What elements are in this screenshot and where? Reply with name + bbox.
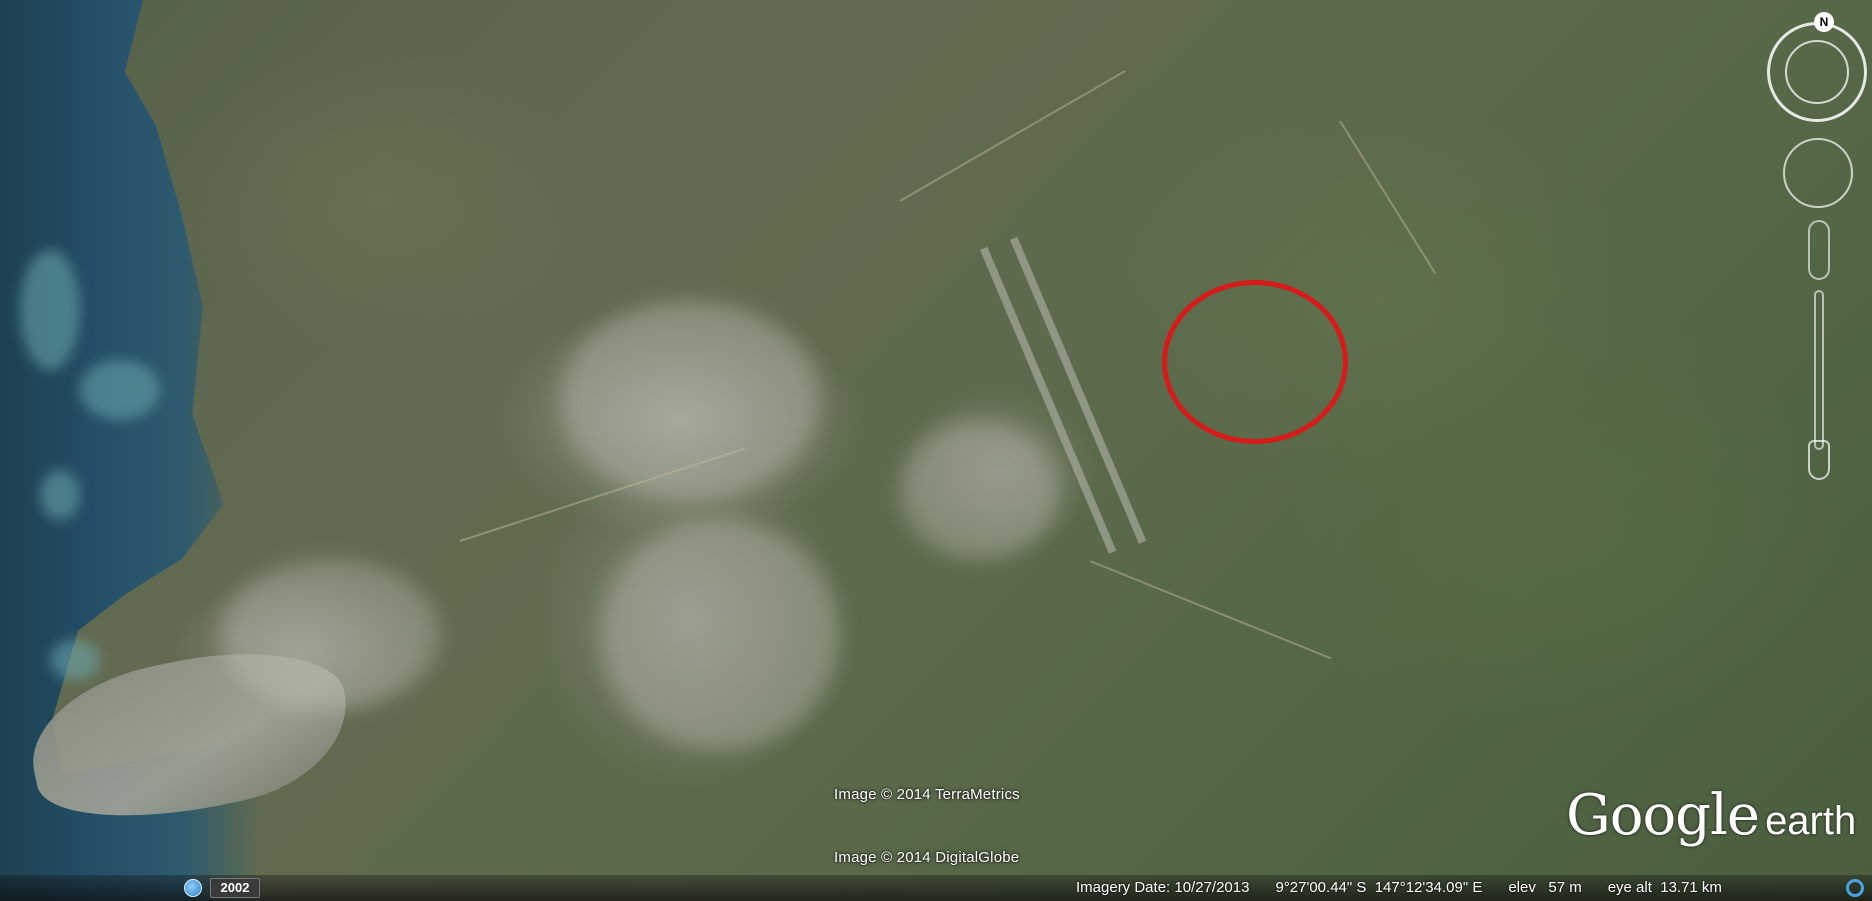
road bbox=[1089, 560, 1332, 660]
look-joystick[interactable] bbox=[1783, 138, 1853, 208]
reef-area bbox=[20, 250, 80, 370]
elevation-readout: elev 57 m bbox=[1508, 879, 1582, 896]
street-view-pegman-icon[interactable] bbox=[1808, 220, 1830, 280]
historical-imagery-clock-icon[interactable] bbox=[184, 879, 202, 897]
zoom-slider-handle[interactable] bbox=[1808, 440, 1830, 480]
coordinates-readout: 9°27'00.44" S 147°12'34.09" E bbox=[1275, 879, 1483, 896]
logo-google-text: Google bbox=[1566, 783, 1760, 848]
road bbox=[899, 70, 1126, 202]
north-indicator-button[interactable]: N bbox=[1814, 12, 1834, 32]
logo-earth-text: earth bbox=[1765, 799, 1857, 843]
historical-imagery-year[interactable]: 2002 bbox=[210, 878, 260, 898]
imagery-credit-terrametrics: Image © 2014 TerraMetrics bbox=[834, 786, 1020, 803]
compass-inner-ring[interactable] bbox=[1785, 40, 1849, 104]
road bbox=[1339, 120, 1437, 275]
streaming-progress-icon bbox=[1846, 879, 1864, 897]
reef-area bbox=[50, 640, 100, 680]
urban-area bbox=[900, 420, 1060, 560]
zoom-slider-track[interactable] bbox=[1814, 290, 1824, 450]
highlight-circle bbox=[1162, 280, 1348, 444]
urban-area bbox=[560, 300, 820, 500]
imagery-credit-digitalglobe: Image © 2014 DigitalGlobe bbox=[834, 849, 1020, 866]
reef-area bbox=[40, 470, 80, 520]
status-readout: Imagery Date: 10/27/2013 9°27'00.44" S 14… bbox=[1076, 879, 1748, 896]
urban-area bbox=[600, 520, 840, 750]
urban-area bbox=[220, 560, 440, 710]
eye-altitude-readout: eye alt 13.71 km bbox=[1607, 879, 1722, 896]
compass-ring[interactable] bbox=[1767, 22, 1867, 122]
imagery-date: Imagery Date: 10/27/2013 bbox=[1076, 879, 1250, 896]
status-bar bbox=[0, 875, 1872, 901]
reef-area bbox=[80, 360, 160, 420]
